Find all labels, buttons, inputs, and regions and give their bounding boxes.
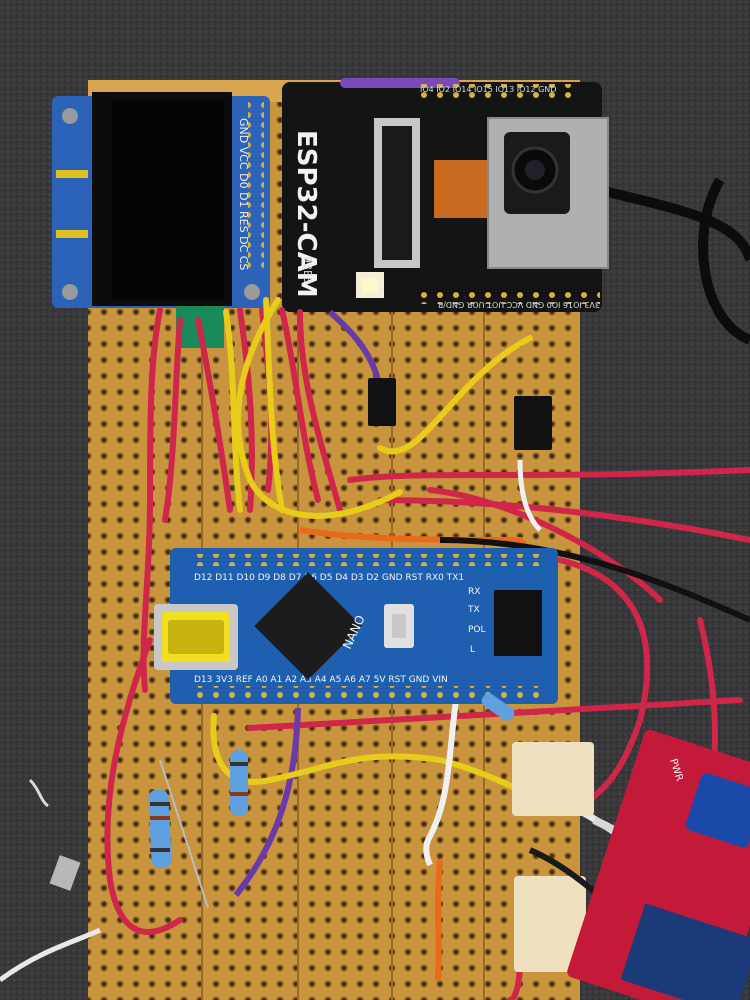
red-wires <box>104 307 750 1000</box>
led-rx-label: RX <box>468 587 480 597</box>
led-tx-label: TX <box>467 605 480 615</box>
led-pol-label: POL <box>468 625 486 635</box>
esp32-cam-module: IO4 IO2 IO14 IO15 IO13 IO12 GND 3V3 IO16… <box>282 78 609 312</box>
cam-bottom-pin-labels: 3V3 IO16 IO0 GND VCC UOT UOR GND/R <box>437 300 600 309</box>
jst-connector <box>512 742 594 816</box>
black-wire <box>439 537 750 623</box>
orange-wire-bottom <box>435 859 443 981</box>
white-wire-left <box>0 927 102 983</box>
oled-pin-labels: GND VCC D0 D1 RES DC CS <box>237 118 250 270</box>
arduino-nano: D12 D11 D10 D9 D8 D7 D6 D5 D4 D3 D2 GND … <box>154 548 558 704</box>
debris <box>49 855 81 891</box>
yellow-wires <box>210 297 543 803</box>
resistor <box>230 750 248 816</box>
relay-module: PWR <box>567 729 750 1000</box>
led-l-label: L <box>470 645 475 655</box>
white-wire <box>423 699 459 867</box>
resistor-small <box>481 693 515 721</box>
icsp-header <box>494 590 542 656</box>
header-connector <box>514 396 552 450</box>
resistor <box>148 759 209 909</box>
esp32-cam-label: ESP32-CAM <box>291 130 321 298</box>
nano-top-pin-labels: D12 D11 D10 D9 D8 D7 D6 D5 D4 D3 D2 GND … <box>194 573 464 583</box>
nano-bottom-pin-labels: D13 3V3 REF A0 A1 A2 A3 A4 A5 A6 A7 5V R… <box>194 675 448 685</box>
debris <box>28 778 49 808</box>
oled-module: GND VCC D0 D1 RES DC CS <box>52 92 270 348</box>
purple-wire-top <box>327 309 381 381</box>
esp32-cam-code: 93E3 <box>301 256 314 284</box>
jst-connector <box>514 876 586 972</box>
cam-top-pin-labels: IO4 IO2 IO14 IO15 IO13 IO12 GND <box>420 85 556 94</box>
white-wire-top <box>517 459 542 532</box>
header-connector <box>368 378 396 426</box>
oled-pin-header <box>248 100 264 270</box>
black-cable-loop <box>698 177 750 345</box>
purple-wire-bottom <box>233 707 301 897</box>
